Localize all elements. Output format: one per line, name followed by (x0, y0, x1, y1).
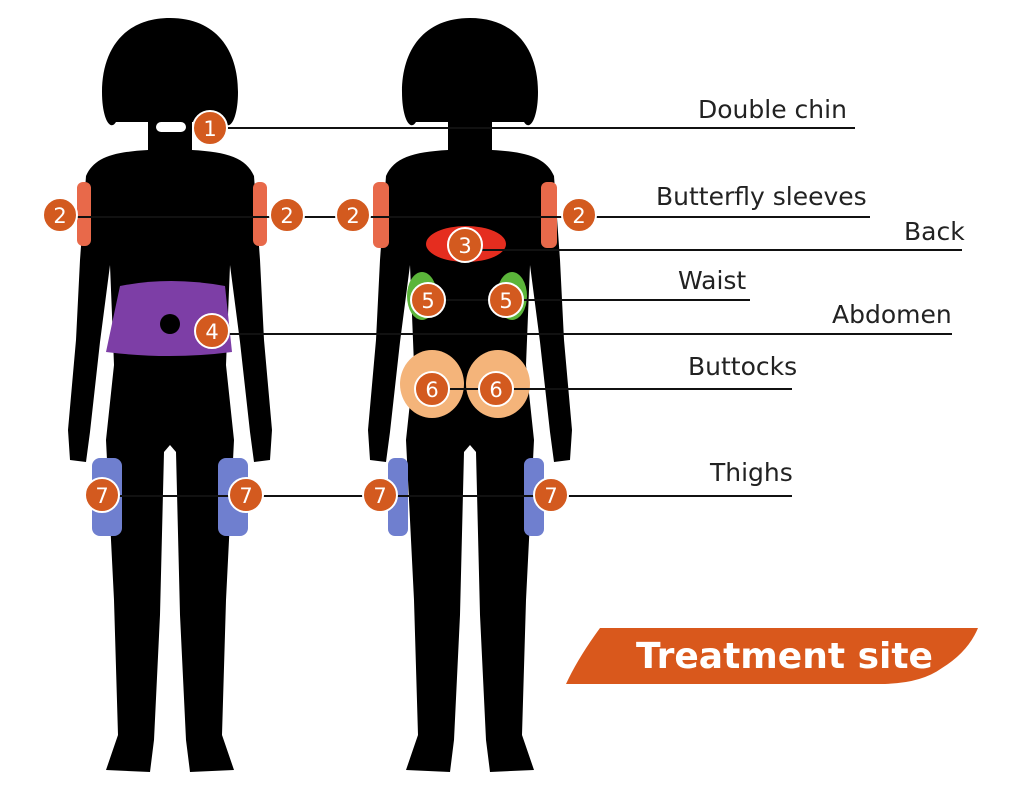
marker-5-right-waist: 5 (488, 282, 524, 318)
marker-3-back: 3 (447, 227, 483, 263)
back-right-sleeve-zone (541, 182, 557, 248)
marker-7-back-left-thigh: 7 (362, 477, 398, 513)
svg-text:7: 7 (373, 484, 386, 508)
buttocks-label: Buttocks (688, 352, 797, 381)
marker-5-left-waist: 5 (410, 282, 446, 318)
marker-2-back-right-sleeve: 2 (561, 197, 597, 233)
butterfly-sleeves-label: Butterfly sleeves (656, 182, 867, 211)
front-right-sleeve-zone (253, 182, 267, 246)
svg-text:7: 7 (239, 484, 252, 508)
svg-text:5: 5 (421, 289, 434, 313)
svg-text:7: 7 (95, 484, 108, 508)
marker-7-back-right-thigh: 7 (533, 477, 569, 513)
svg-text:6: 6 (489, 378, 502, 402)
marker-6-left-buttock: 6 (414, 371, 450, 407)
svg-text:4: 4 (205, 320, 218, 344)
marker-2-front-left-sleeve: 2 (42, 197, 78, 233)
treatment-site-banner: Treatment site (566, 628, 978, 684)
svg-text:6: 6 (425, 378, 438, 402)
marker-7-front-right-thigh: 7 (228, 477, 264, 513)
svg-text:3: 3 (458, 234, 471, 258)
front-left-sleeve-zone (77, 182, 91, 246)
marker-7-front-left-thigh: 7 (84, 477, 120, 513)
marker-6-right-buttock: 6 (478, 371, 514, 407)
back-label: Back (904, 217, 965, 246)
double-chin-zone (156, 122, 186, 132)
back-left-sleeve-zone (373, 182, 389, 248)
svg-text:7: 7 (544, 484, 557, 508)
abdomen-label: Abdomen (832, 300, 952, 329)
marker-2-front-right-sleeve: 2 (269, 197, 305, 233)
svg-text:2: 2 (280, 204, 293, 228)
double-chin-label: Double chin (698, 95, 847, 124)
svg-text:5: 5 (499, 289, 512, 313)
marker-4-abdomen: 4 (194, 313, 230, 349)
marker-1-double-chin: 1 (192, 110, 228, 146)
navel-mark (160, 314, 180, 334)
svg-text:1: 1 (203, 117, 216, 141)
banner-title: Treatment site (636, 636, 933, 677)
svg-text:2: 2 (572, 204, 585, 228)
waist-label: Waist (678, 266, 746, 295)
svg-text:2: 2 (346, 204, 359, 228)
svg-text:2: 2 (53, 204, 66, 228)
thighs-label: Thighs (709, 458, 793, 487)
marker-2-back-left-sleeve: 2 (335, 197, 371, 233)
